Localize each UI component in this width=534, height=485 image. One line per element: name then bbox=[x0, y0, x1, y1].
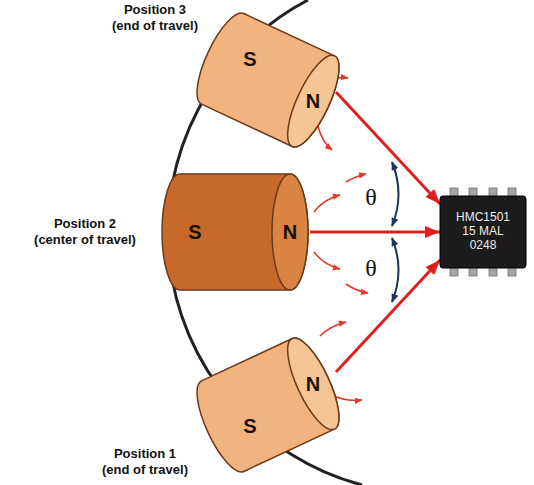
magnet-body bbox=[162, 174, 308, 290]
magnet-pole-label: S bbox=[243, 49, 256, 69]
sensor-chip: HMC1501 15 MAL 0248 bbox=[440, 196, 526, 268]
magnet-end-position: SN bbox=[185, 5, 336, 155]
chip-body bbox=[440, 196, 526, 268]
field-line bbox=[320, 322, 346, 336]
field-arrow bbox=[310, 231, 440, 234]
magnet-pole-label: N bbox=[306, 374, 320, 394]
magnet-face bbox=[278, 49, 349, 153]
field-lines bbox=[314, 78, 368, 401]
position-label: Position 1 (end of travel) bbox=[100, 446, 190, 477]
magnet-pole-label: S bbox=[188, 222, 201, 242]
magnet-shape bbox=[185, 330, 336, 480]
angle-label: θ bbox=[365, 256, 377, 280]
field-arrow bbox=[336, 92, 440, 204]
field-line bbox=[314, 195, 340, 212]
magnet-body bbox=[187, 332, 349, 478]
magnet-pole-label: S bbox=[243, 416, 256, 436]
field-line bbox=[314, 252, 340, 269]
magnet-body bbox=[187, 7, 349, 153]
angle-arc bbox=[392, 238, 399, 302]
magnet-pole-label: N bbox=[306, 91, 320, 111]
magnet-end-position: SN bbox=[185, 330, 336, 480]
chip-marking: HMC1501 15 MAL 0248 bbox=[452, 211, 514, 252]
magnet-face bbox=[272, 174, 308, 290]
field-line bbox=[346, 174, 366, 182]
field-arrow bbox=[336, 260, 440, 372]
field-line bbox=[318, 126, 332, 150]
field-line bbox=[346, 284, 368, 293]
angle-label: θ bbox=[365, 185, 377, 209]
magnet-shape bbox=[185, 5, 336, 155]
magnet-pole-label: N bbox=[283, 222, 297, 242]
position-label: Position 2 (center of travel) bbox=[33, 216, 137, 247]
position-label: Position 3 (end of travel) bbox=[110, 2, 200, 33]
magnet-center-position: SN bbox=[160, 172, 310, 292]
chip-marking-area: HMC1501 15 MAL 0248 bbox=[440, 196, 526, 268]
magnet-face bbox=[278, 332, 349, 436]
angle-arc bbox=[392, 162, 399, 226]
